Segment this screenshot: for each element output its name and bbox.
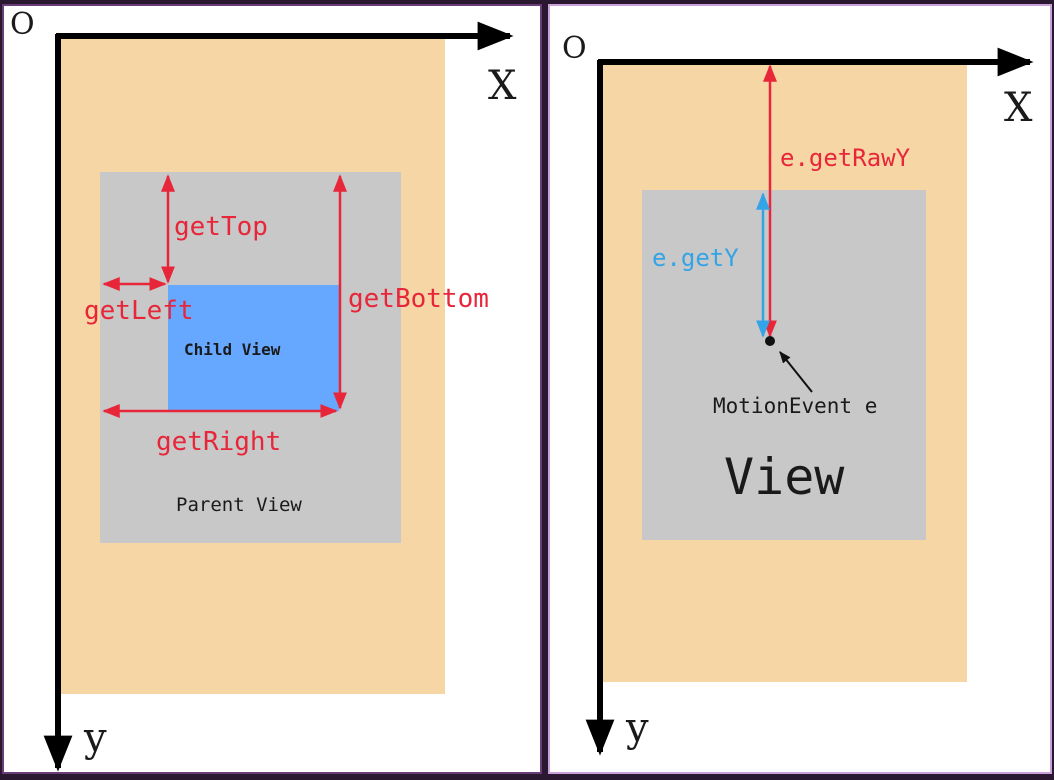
left-x-axis-label: X [488,63,517,109]
child-view-box [168,285,339,411]
get-top-label: getTop [174,212,268,242]
touch-point-dot [765,336,775,346]
child-view-label: Child View [184,340,281,359]
left-origin-label: O [10,7,35,42]
get-bottom-label: getBottom [348,284,489,314]
motion-event-label: MotionEvent e [713,394,878,418]
parent-view-label: Parent View [176,494,302,516]
get-right-label: getRight [156,427,282,457]
right-origin-label: O [562,31,587,66]
get-left-label: getLeft [84,296,194,326]
motion-event-pointer-arrow [779,351,813,393]
right-y-axis-label: y [626,705,649,751]
right-x-axis-label: X [1004,85,1033,131]
view-box [642,190,926,540]
get-raw-y-label: e.getRawY [780,144,911,172]
left-y-axis-label: y [84,715,107,761]
view-label: View [724,448,845,506]
get-y-label: e.getY [652,244,739,272]
